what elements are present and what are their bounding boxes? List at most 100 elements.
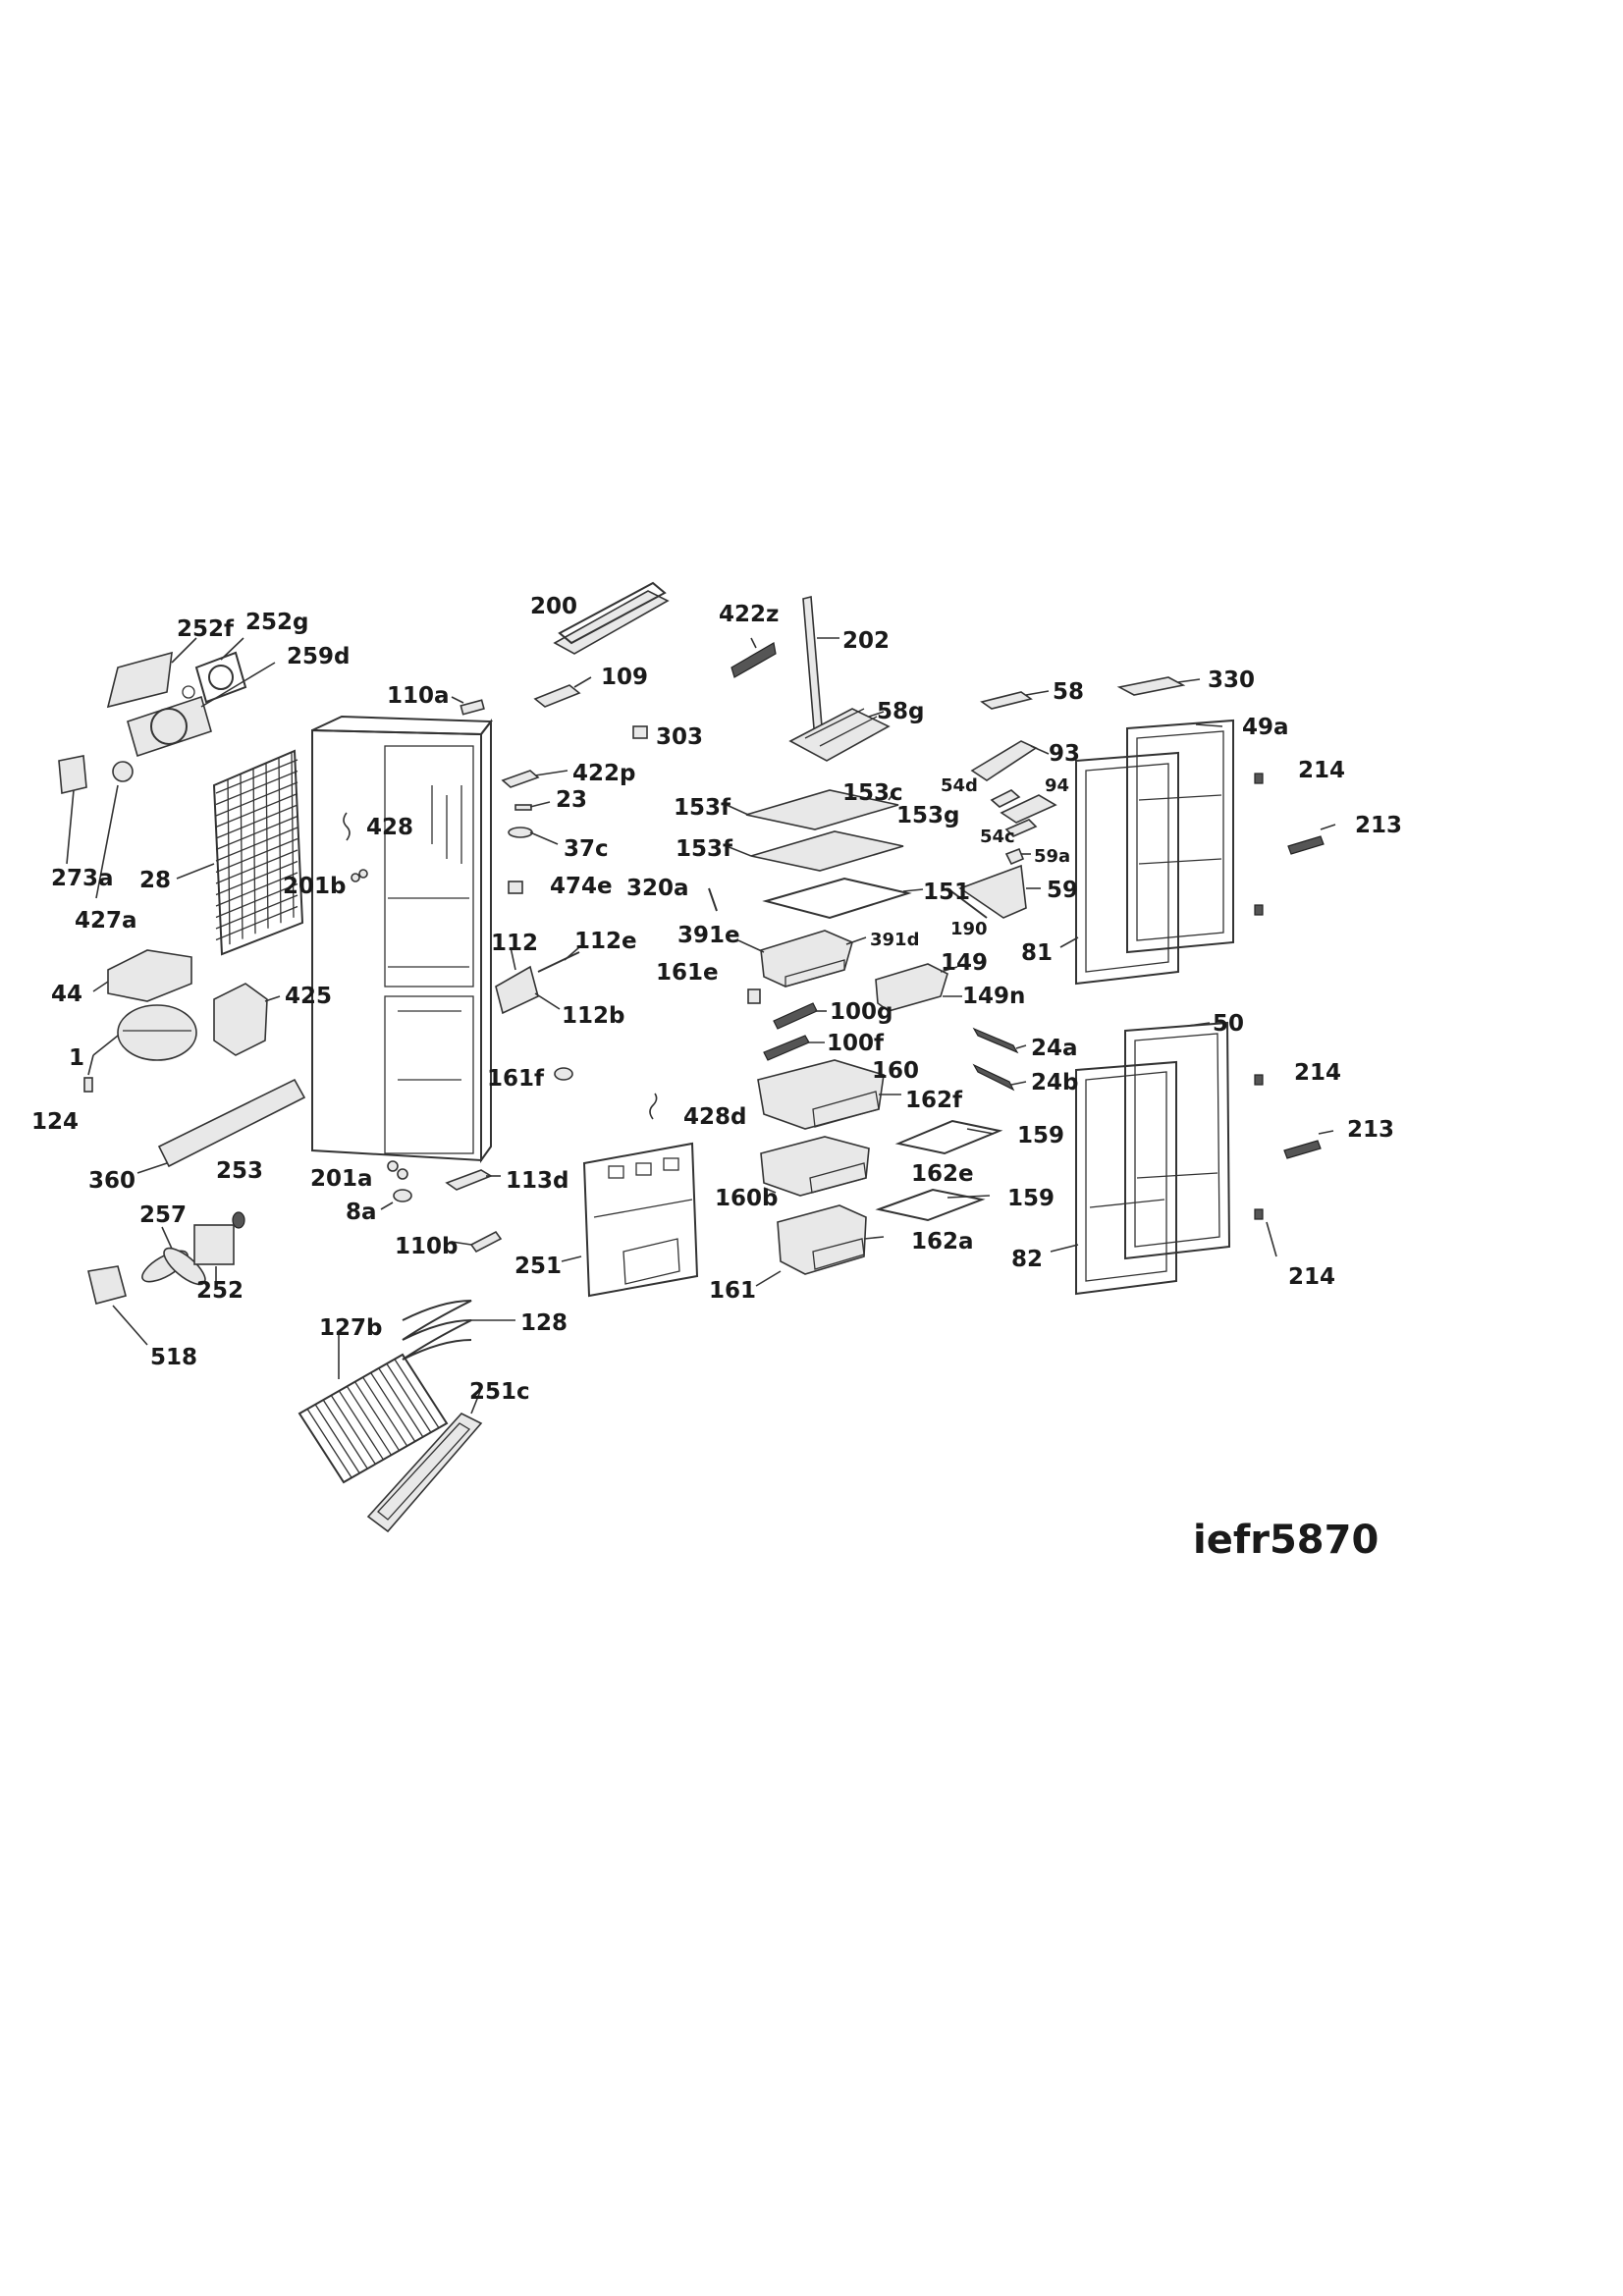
part-label-161e: 161e	[656, 960, 719, 986]
part-label-214-top: 214	[1298, 758, 1345, 783]
part-label-54d: 54d	[941, 775, 978, 796]
part-label-159-b: 159	[1007, 1186, 1055, 1211]
part-label-214-mid: 214	[1294, 1060, 1341, 1086]
part-label-112: 112	[491, 931, 538, 956]
part-label-50: 50	[1213, 1011, 1244, 1037]
part-428d-drawing	[649, 1093, 658, 1120]
part-label-110a: 110a	[387, 683, 450, 709]
part-label-28: 28	[139, 868, 171, 893]
part-label-153f-b: 153f	[676, 836, 733, 862]
glass-plates-159-drawing	[875, 1119, 1003, 1222]
part-label-94: 94	[1045, 775, 1069, 796]
condenser-28-drawing	[176, 749, 304, 956]
part-label-160: 160	[872, 1058, 919, 1084]
part-label-200: 200	[530, 594, 577, 619]
part-label-161: 161	[709, 1278, 756, 1304]
part-label-37c: 37c	[564, 836, 609, 862]
thermostat-112-drawing	[495, 946, 580, 1015]
part-label-153g: 153g	[896, 803, 959, 828]
part-161f-drawing	[554, 1067, 573, 1081]
part-label-100g: 100g	[830, 999, 893, 1025]
part-303-drawing	[632, 725, 648, 739]
feet-201a-8a-113d-drawing	[380, 1160, 501, 1210]
part-427a-drawing	[95, 761, 134, 899]
crisper-391-drawing	[737, 930, 867, 988]
part-474e-drawing	[508, 881, 523, 894]
part-label-153c: 153c	[842, 780, 903, 806]
part-label-162a: 162a	[911, 1229, 974, 1255]
part-label-128: 128	[520, 1310, 568, 1336]
part-label-159-a: 159	[1017, 1123, 1064, 1148]
part-273a-drawing	[58, 755, 87, 865]
part-label-425: 425	[285, 984, 332, 1009]
part-label-422p: 422p	[572, 761, 635, 786]
part-label-320a: 320a	[626, 876, 689, 901]
part-label-273a: 273a	[51, 866, 114, 891]
part-253-drawing	[232, 1211, 245, 1229]
part-label-422z: 422z	[719, 602, 779, 627]
part-109-drawing	[533, 676, 592, 708]
part-label-81: 81	[1021, 940, 1053, 966]
small-parts-422p-23-37c-drawing	[501, 770, 568, 845]
rails-24-drawing	[972, 1027, 1027, 1092]
part-201b-drawing	[351, 869, 368, 882]
part-label-251c: 251c	[469, 1379, 530, 1405]
part-label-360: 360	[88, 1168, 135, 1194]
part-label-214-bot: 214	[1288, 1264, 1335, 1290]
part-label-149n: 149n	[962, 984, 1025, 1009]
part-label-518: 518	[150, 1345, 197, 1370]
part-label-303: 303	[656, 724, 703, 750]
part-label-127b: 127b	[319, 1315, 382, 1341]
part-label-109: 109	[601, 665, 648, 690]
drawer-160b-drawing	[760, 1136, 870, 1197]
part-label-59: 59	[1047, 878, 1078, 903]
part-label-213-bot: 213	[1347, 1117, 1394, 1143]
part-drawings	[58, 581, 1336, 1533]
drawer-149-drawing	[875, 963, 962, 1012]
part-320a-drawing	[708, 887, 718, 912]
lids-58-330-drawing	[980, 676, 1201, 710]
part-label-113d: 113d	[506, 1168, 568, 1194]
part-label-44: 44	[51, 982, 82, 1007]
hinges-214-213-drawing	[1254, 773, 1336, 1257]
door-bin-59-drawing	[947, 847, 1041, 919]
drawer-160-drawing	[757, 1059, 901, 1130]
part-label-58: 58	[1053, 679, 1084, 705]
part-label-201b: 201b	[283, 874, 346, 899]
part-label-49a: 49a	[1242, 715, 1289, 740]
part-label-201a: 201a	[310, 1166, 373, 1192]
part-label-58g: 58g	[877, 699, 924, 724]
part-label-162f: 162f	[905, 1088, 963, 1113]
cover-251c-drawing	[366, 1388, 483, 1533]
part-label-110b: 110b	[395, 1234, 458, 1259]
part-label-1: 1	[69, 1045, 84, 1071]
part-425-drawing	[213, 983, 281, 1056]
part-label-149: 149	[941, 950, 988, 976]
part-label-428: 428	[366, 815, 413, 840]
heater-128-drawing	[402, 1300, 515, 1361]
part-110a-drawing	[451, 696, 485, 716]
part-label-153f-a: 153f	[674, 795, 731, 821]
part-label-124: 124	[31, 1109, 79, 1135]
part-label-151: 151	[923, 880, 970, 905]
part-label-252g: 252g	[245, 610, 308, 635]
part-label-8a: 8a	[346, 1200, 377, 1225]
part-label-251: 251	[514, 1254, 562, 1279]
part-label-391e: 391e	[677, 923, 740, 948]
part-label-257: 257	[139, 1202, 187, 1228]
cabinet-drawing	[311, 715, 493, 1164]
upper-door-drawing	[1059, 719, 1234, 986]
part-label-474e: 474e	[550, 874, 613, 899]
part-label-100f: 100f	[827, 1031, 885, 1056]
top-rail-200-drawing	[553, 581, 670, 655]
glass-shelves-drawing	[726, 789, 924, 920]
part-label-252: 252	[196, 1278, 243, 1304]
part-label-252f: 252f	[177, 616, 235, 642]
part-label-24a: 24a	[1031, 1036, 1078, 1061]
evaporator-127b-drawing	[298, 1335, 449, 1484]
panel-251-drawing	[561, 1142, 699, 1298]
part-label-253: 253	[216, 1158, 263, 1184]
part-518-drawing	[87, 1265, 148, 1346]
